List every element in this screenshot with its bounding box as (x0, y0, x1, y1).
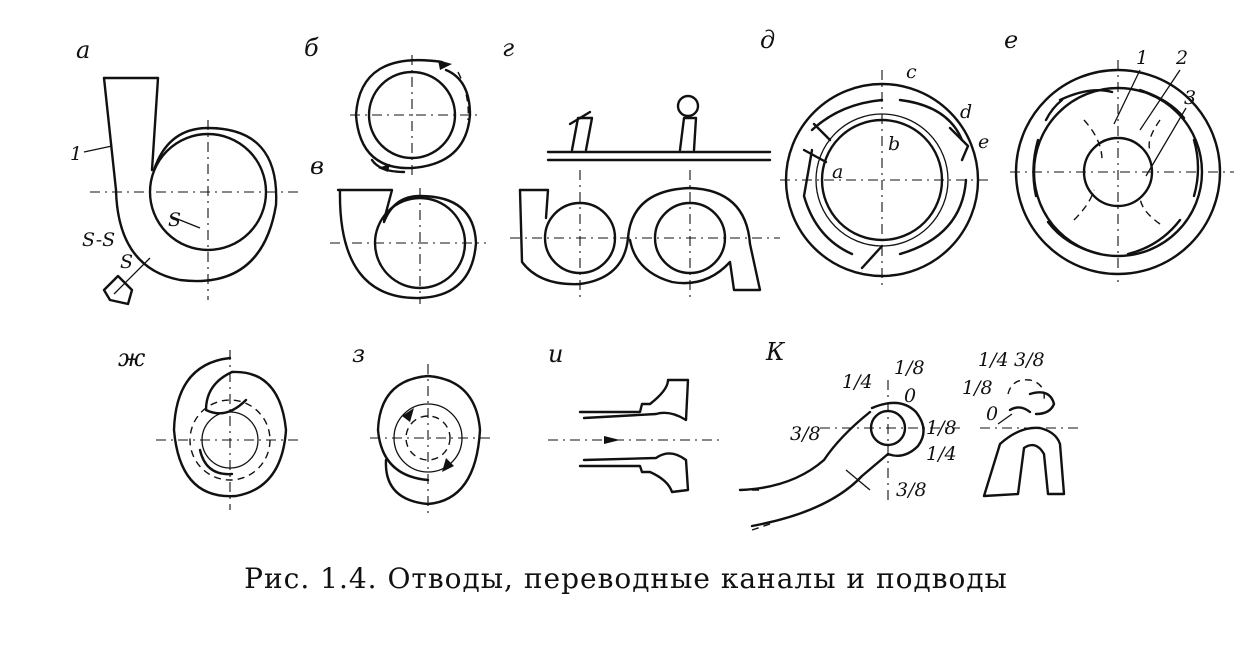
panel-e-label-2: 2 (1175, 47, 1188, 69)
panel-a-label-s: S (168, 209, 181, 231)
panel-g-letter: г (502, 34, 514, 62)
panel-e-label-3: 3 (1184, 87, 1196, 109)
panel-z-crossover: з (352, 340, 490, 516)
panel-e-letter: е (1004, 26, 1018, 54)
panel-a-volute: а 1 S S-S S (70, 36, 300, 306)
panel-k2-label-3-8: 3/8 (1014, 349, 1045, 371)
panel-v-volute: в (310, 152, 486, 304)
panel-a-letter: а (76, 36, 90, 64)
panel-b-letter: б (304, 34, 319, 62)
panel-a-label-s2: S (120, 251, 133, 273)
panel-k-inlet-spiral: К 1/8 1/4 0 3/8 1/8 1/4 3/8 (738, 338, 960, 531)
panel-k2-label-0: 0 (986, 403, 998, 425)
panel-i-inlet: и (548, 340, 720, 494)
figure-caption: Рис. 1.4. Отводы, переводные каналы и по… (244, 562, 1008, 595)
panel-k-label-3-8-bottom: 3/8 (896, 479, 927, 501)
panel-zh-crossover: ж (118, 344, 300, 510)
panel-i-letter: и (548, 340, 563, 368)
panel-k2-label-1-4: 1/4 (978, 349, 1009, 371)
panel-d-label-a: a (832, 161, 843, 183)
panel-d-label-b: b (888, 133, 900, 155)
panel-k-letter: К (765, 338, 786, 366)
panel-e-vaned-diffuser: е 1 2 3 (1004, 26, 1234, 282)
panel-a-label-1: 1 (70, 143, 82, 165)
panel-e-label-1: 1 (1136, 47, 1148, 69)
panel-a-label-ss: S-S (82, 229, 115, 251)
panel-k-label-1-4-right: 1/4 (926, 443, 957, 465)
panel-d-label-e: e (978, 131, 989, 153)
panel-k2-label-1-8: 1/8 (962, 377, 993, 399)
panel-zh-letter: ж (118, 344, 146, 372)
panel-k-side-view: 1/4 3/8 1/8 0 (962, 349, 1080, 498)
panel-d-vane-ring: д c d e b a (760, 26, 990, 290)
panel-b-spiral: б (304, 34, 480, 175)
panel-d-label-d: d (960, 101, 972, 123)
panel-d-label-c: c (906, 61, 917, 83)
panel-g-double-volute: г (502, 34, 780, 300)
panel-k-label-3-8-left: 3/8 (790, 423, 821, 445)
panel-k-label-0: 0 (904, 385, 916, 407)
panel-z-letter: з (352, 340, 365, 368)
panel-k-label-1-8-top: 1/8 (894, 357, 925, 379)
panel-k-label-1-8-right: 1/8 (926, 417, 957, 439)
panel-d-letter: д (760, 26, 775, 54)
panel-k-label-1-4: 1/4 (842, 371, 873, 393)
panel-v-letter: в (310, 152, 324, 180)
